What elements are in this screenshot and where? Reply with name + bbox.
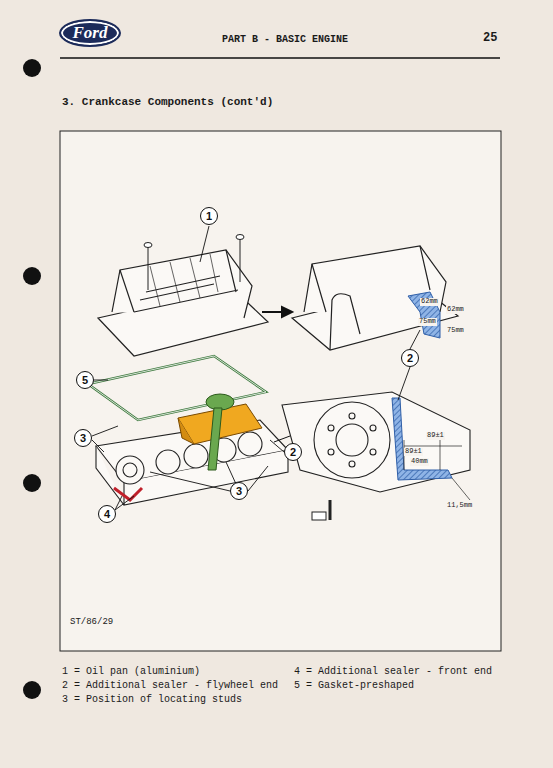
callout-text: 3	[80, 432, 86, 444]
leader-lines	[92, 226, 420, 510]
page-number: 25	[483, 32, 497, 45]
figure-ref: ST/86/29	[70, 618, 113, 628]
dimension: 89±1	[404, 448, 423, 456]
callout-number: 5	[76, 371, 94, 389]
section-title: 3. Crankcase Components (cont'd)	[62, 96, 273, 108]
callout-number: 4	[98, 505, 116, 523]
callout-number: 1	[200, 207, 218, 225]
callout-text: 2	[407, 352, 413, 364]
logo-text: Ford	[73, 23, 108, 43]
dimension-lines	[404, 436, 470, 500]
callout-number: 3	[230, 482, 248, 500]
dimension: 62mm	[420, 298, 439, 306]
callout-text: 1	[206, 210, 212, 222]
rear-sealer-pan	[408, 292, 440, 338]
binder-holes	[23, 59, 41, 699]
callout-number: 2	[401, 349, 419, 367]
figure-frame	[60, 131, 501, 651]
arrows	[262, 307, 292, 442]
callout-number: 3	[74, 429, 92, 447]
dimension: 89±1	[426, 432, 445, 440]
legend-line: 4 = Additional sealer - front end	[294, 666, 492, 677]
oil-pan-rear	[292, 246, 458, 350]
oil-pan	[98, 250, 268, 356]
callout-text: 5	[82, 374, 88, 386]
dimension: 11,5mm	[446, 502, 473, 510]
legend-line: 5 = Gasket-preshaped	[294, 680, 414, 691]
callout-number: 2	[284, 443, 302, 461]
brand-logo: Ford	[59, 19, 121, 47]
dimension: 75mm	[418, 318, 437, 326]
front-sealer	[114, 488, 142, 500]
legend-line: 3 = Position of locating studs	[62, 694, 242, 705]
page-header: PART B - BASIC ENGINE	[222, 34, 348, 45]
legend-line: 2 = Additional sealer - flywheel end	[62, 680, 278, 691]
callout-text: 2	[290, 446, 296, 458]
callout-text: 4	[104, 508, 110, 520]
dimension: 40mm	[410, 458, 429, 466]
dimension: 75mm	[446, 327, 465, 335]
rear-sealer-block	[392, 398, 452, 480]
callout-text: 3	[236, 485, 242, 497]
legend-line: 1 = Oil pan (aluminium)	[62, 666, 200, 677]
flywheel-end	[282, 392, 470, 492]
oil-pickup	[206, 394, 234, 470]
header-rule	[60, 57, 500, 59]
dimension: 62mm	[446, 306, 465, 314]
